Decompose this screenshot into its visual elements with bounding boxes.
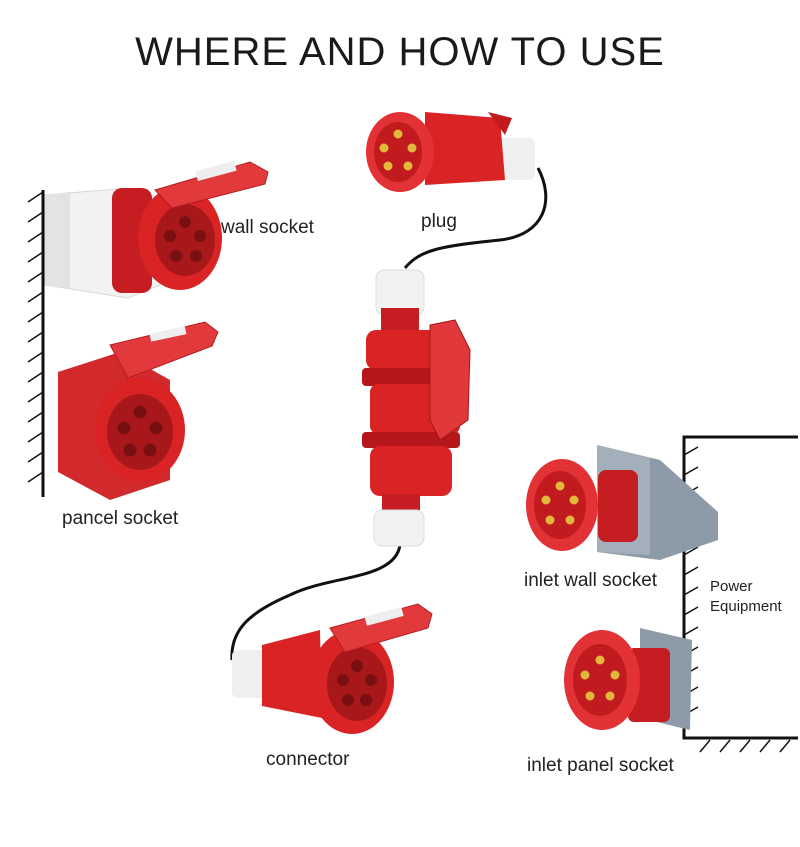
inlet-panel-socket-icon [564, 628, 692, 730]
panel-socket-icon [58, 321, 219, 500]
label-inlet-wall-socket: inlet wall socket [524, 570, 658, 591]
label-inlet-panel-socket: inlet panel socket [527, 755, 674, 776]
label-pancel-socket: pancel socket [62, 508, 179, 529]
plug-icon [366, 112, 535, 192]
cable-top [403, 167, 548, 269]
left-wall [27, 190, 45, 497]
coupler-icon [362, 269, 471, 547]
connector-icon [232, 603, 433, 734]
page-title: WHERE AND HOW TO USE [135, 30, 665, 74]
label-connector: connector [266, 749, 350, 770]
wall-socket-icon [44, 160, 269, 299]
inlet-wall-socket-icon [526, 445, 718, 560]
label-plug: plug [421, 211, 457, 232]
label-equipment: Equipment [710, 598, 782, 615]
equipment-wall [682, 435, 798, 753]
label-wall-socket: wall socket [221, 217, 314, 238]
label-power-equipment: Power Equipment [710, 577, 782, 617]
label-power: Power [710, 578, 753, 595]
cable-bottom [230, 544, 402, 661]
